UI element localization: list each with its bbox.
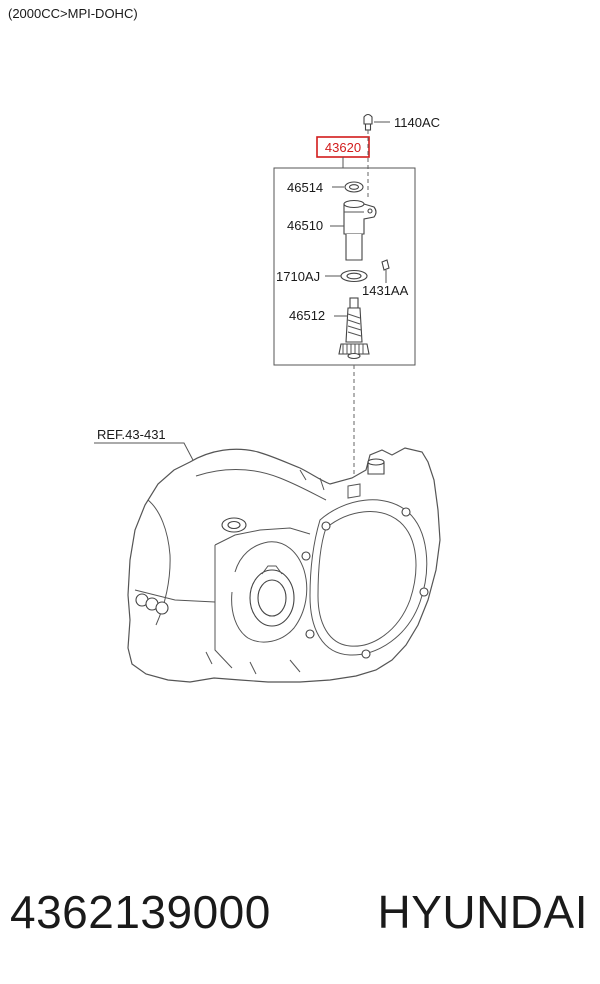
- label-1140ac: 1140AC: [394, 115, 440, 130]
- label-46512: 46512: [289, 308, 325, 323]
- label-43620: 43620: [325, 140, 361, 155]
- sleeve-46510: [330, 199, 377, 261]
- label-1431aa: 1431AA: [362, 283, 409, 298]
- label-1710aj: 1710AJ: [276, 269, 320, 284]
- transmission-housing: [127, 447, 441, 683]
- label-46510: 46510: [287, 218, 323, 233]
- label-ref-43-431: REF.43-431: [97, 427, 166, 442]
- pin-1431aa: [381, 259, 390, 283]
- bolt-1140ac: [363, 113, 390, 131]
- brand-name: HYUNDAI: [377, 886, 588, 938]
- label-46514: 46514: [287, 180, 323, 195]
- bottom-caption: 4362139000 HYUNDAI: [0, 872, 600, 952]
- part-number: 4362139000: [10, 886, 271, 938]
- assembly-box: [273, 167, 416, 366]
- gear-46512: [334, 297, 370, 360]
- callout-43620[interactable]: 43620: [316, 136, 370, 158]
- diagram-subtitle: (2000CC>MPI-DOHC): [8, 6, 138, 21]
- oring-1710aj: [325, 269, 368, 283]
- seal-46514: [332, 181, 364, 193]
